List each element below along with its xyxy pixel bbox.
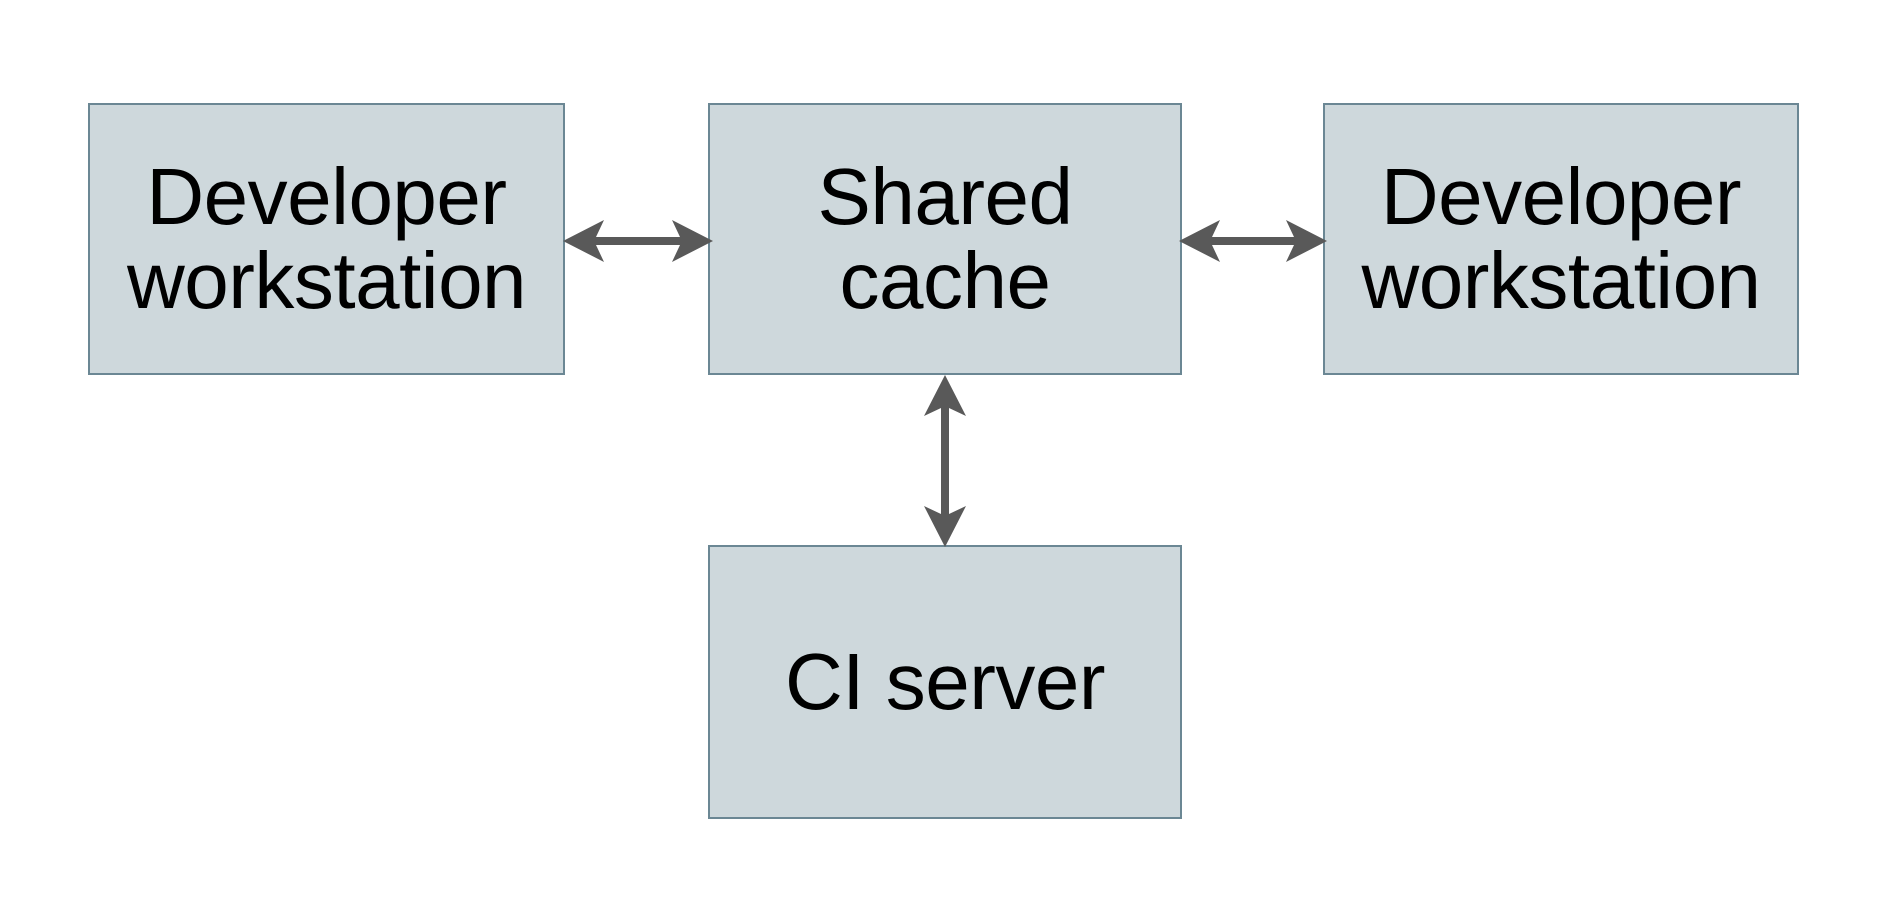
node-shared-cache[interactable]: Shared cache — [708, 103, 1182, 375]
node-label: CI server — [785, 637, 1106, 726]
double-headed-arrow-icon — [1179, 220, 1327, 262]
node-label: Shared cache — [817, 152, 1073, 325]
edge-shared-cache-to-developer-workstation-right[interactable] — [1176, 206, 1330, 276]
double-headed-arrow-icon — [563, 220, 713, 262]
edge-shared-cache-to-ci-server[interactable] — [910, 372, 980, 550]
node-label: Developer workstation — [1361, 152, 1761, 325]
node-ci-server[interactable]: CI server — [708, 545, 1182, 819]
double-headed-arrow-icon — [924, 375, 966, 547]
node-label: Developer workstation — [126, 152, 527, 325]
node-developer-workstation-right[interactable]: Developer workstation — [1323, 103, 1799, 375]
edge-developer-workstation-left-to-shared-cache[interactable] — [560, 206, 716, 276]
node-developer-workstation-left[interactable]: Developer workstation — [88, 103, 565, 375]
